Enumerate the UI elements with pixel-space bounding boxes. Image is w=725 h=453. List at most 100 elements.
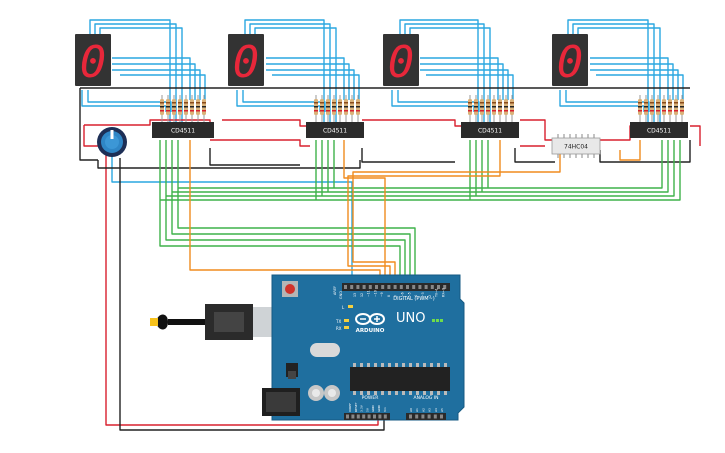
digital-pin-label: ~11: [367, 290, 371, 297]
display-4-wires: [559, 19, 684, 128]
atmega-chip: [350, 367, 450, 391]
chip-label: CD4511: [647, 128, 671, 135]
resistor: [486, 95, 490, 122]
resistor: [196, 95, 200, 122]
digital-pin-label: ~3: [421, 292, 425, 297]
resistor: [332, 95, 336, 122]
resistor: [344, 95, 348, 122]
resistor: [638, 95, 642, 122]
potentiometer[interactable]: [97, 127, 127, 157]
arduino-logo-icon: [355, 313, 385, 325]
arduino-model: UNO: [396, 311, 425, 326]
display-digit: 0: [80, 37, 107, 88]
digital-pin-label: TX→1: [435, 288, 439, 298]
arduino-brand: ARDUINO: [356, 328, 385, 334]
resistor: [202, 95, 206, 122]
resistor: [166, 95, 170, 122]
power-pin-label: 5V: [365, 407, 369, 412]
resistor: [498, 95, 502, 122]
resistor: [160, 95, 164, 122]
resistor: [510, 95, 514, 122]
decoder-chip-1[interactable]: CD4511: [152, 122, 214, 138]
power-pin-label: GND: [377, 404, 381, 412]
l-led-label: L: [342, 305, 345, 310]
analog-pin-label: A5: [440, 408, 444, 412]
seven-segment-display-1[interactable]: 0: [75, 34, 111, 88]
usb-cable: [150, 304, 283, 340]
digital-pin-label: ~10: [373, 290, 377, 297]
inverter-chip[interactable]: 74HC04: [551, 134, 601, 158]
display-digit: 0: [388, 37, 415, 88]
resistor: [656, 95, 660, 122]
resistor: [674, 95, 678, 122]
digital-pin-label: 8: [387, 295, 391, 297]
power-pin-label: RESET: [354, 402, 358, 412]
power-header: [344, 413, 390, 420]
resistor: [314, 95, 318, 122]
crystal: [310, 343, 340, 357]
display-digit: 0: [557, 37, 584, 88]
decoder-chip-4[interactable]: CD4511: [630, 122, 688, 138]
decoder-chip-3[interactable]: CD4511: [461, 122, 519, 138]
latch-wires: [189, 140, 641, 278]
usb-cable-tip: [150, 318, 158, 326]
resistor: [474, 95, 478, 122]
resistor: [492, 95, 496, 122]
digital-pin-label: ~6: [401, 292, 405, 297]
resistor: [662, 95, 666, 122]
digital-pin-label: 12: [360, 293, 364, 297]
resistor: [320, 95, 324, 122]
resistor: [338, 95, 342, 122]
resistor: [184, 95, 188, 122]
analog-pin-label: A3: [428, 408, 432, 412]
resistor: [190, 95, 194, 122]
display-digit: 0: [233, 37, 260, 88]
digital-pin-holes: [344, 285, 447, 289]
seven-segment-display-4[interactable]: 0: [552, 34, 588, 88]
display-1-wires: [81, 19, 206, 128]
resistor: [172, 95, 176, 122]
rx-led-label: RX: [336, 326, 342, 331]
chip-label: CD4511: [323, 128, 347, 135]
analog-header: [406, 413, 446, 420]
potentiometer-knob-indicator: [110, 130, 114, 139]
resistor: [680, 95, 684, 122]
resistor: [178, 95, 182, 122]
tx-led-label: TX: [335, 319, 341, 324]
chip-label: CD4511: [171, 128, 195, 135]
resistor: [468, 95, 472, 122]
dc-power-jack: [262, 388, 300, 416]
power-pin-label: 3.3V: [360, 404, 364, 412]
digital-pin-label: 7: [394, 295, 398, 297]
analog-pin-label: A4: [434, 408, 438, 412]
resistor: [480, 95, 484, 122]
resistor: [356, 95, 360, 122]
seven-segment-display-3[interactable]: 0: [383, 34, 419, 88]
power-pin-label: GND: [371, 404, 375, 412]
reset-button-cap: [285, 284, 295, 294]
resistor: [504, 95, 508, 122]
chip-label: 74HC04: [564, 144, 588, 151]
resistor: [350, 95, 354, 122]
digital-pin-label: 4: [414, 295, 418, 297]
aref-label: AREF: [333, 286, 337, 295]
digital-pin-label: ~9: [380, 292, 384, 297]
digital-pin-label: ~5: [407, 292, 411, 297]
analog-pin-label: A0: [409, 408, 413, 412]
resistor: [326, 95, 330, 122]
resistor: [668, 95, 672, 122]
decoder-chip-2[interactable]: CD4511: [306, 122, 364, 138]
bcd-bus-wires: [159, 140, 681, 278]
analog-pin-label: A1: [415, 408, 419, 412]
analog-label: ANALOG IN: [413, 395, 438, 401]
seven-segment-display-2[interactable]: 0: [228, 34, 264, 88]
power-label: POWER: [362, 395, 379, 401]
resistor: [644, 95, 648, 122]
resistor: [650, 95, 654, 122]
digital-pin-label: RX←0: [441, 288, 445, 297]
power-pin-label: IOREF: [348, 403, 352, 412]
